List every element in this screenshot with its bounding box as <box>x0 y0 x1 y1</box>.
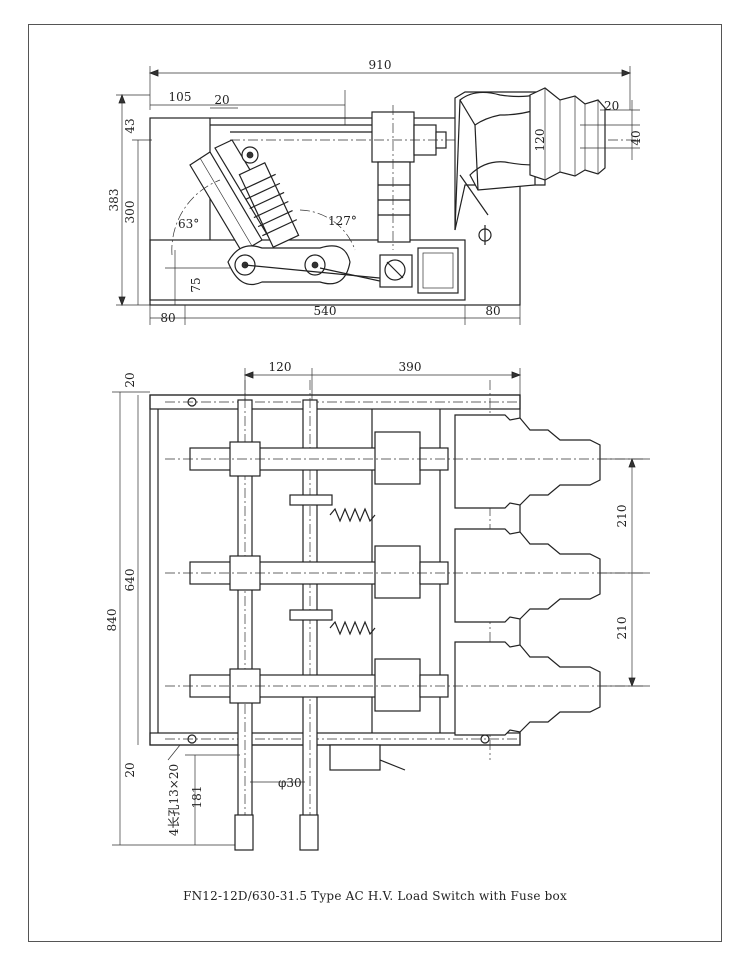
angle-127: 127° <box>328 214 357 228</box>
dim-height-640: 640 <box>123 569 137 592</box>
dim-left-offset: 105 <box>169 90 192 104</box>
dim-right-small: 20 <box>604 99 619 113</box>
plan-view: 120 390 840 640 20 20 <box>105 360 650 851</box>
dim-plan-120: 120 <box>269 360 292 374</box>
drawing-caption: FN12-12D/630-31.5 Type AC H.V. Load Swit… <box>183 889 567 903</box>
phase-assembly-3 <box>165 641 645 736</box>
phase-assembly-1 <box>165 414 645 509</box>
dim-pitch-210-b: 210 <box>615 617 629 640</box>
dim-height-43: 43 <box>123 118 137 133</box>
dim-181: 181 <box>190 786 204 809</box>
dim-plan-390: 390 <box>399 360 422 374</box>
dim-120-top: 120 <box>533 129 547 152</box>
dim-base-80-right: 80 <box>485 304 500 318</box>
dim-small-offset: 20 <box>214 93 229 107</box>
dim-75: 75 <box>189 277 203 292</box>
phase-assembly-2 <box>165 528 645 623</box>
slot-note: 4长孔13×20 <box>167 764 181 836</box>
dim-shaft-diameter: φ30 <box>278 776 302 790</box>
dim-base-80-left: 80 <box>160 311 175 325</box>
dim-40: 40 <box>629 130 643 145</box>
dim-pitch-210-a: 210 <box>615 505 629 528</box>
side-elevation-view: 910 105 20 383 300 43 <box>107 58 643 325</box>
dim-base-540: 540 <box>314 304 337 318</box>
dim-height-total: 383 <box>107 189 121 212</box>
drawing-frame <box>28 24 722 942</box>
dim-bottom-20: 20 <box>123 762 137 777</box>
dim-height-840: 840 <box>105 609 119 632</box>
dim-overall-width: 910 <box>369 58 392 72</box>
dim-top-20: 20 <box>123 372 137 387</box>
dim-height-300: 300 <box>123 201 137 224</box>
angle-63: 63° <box>178 217 199 231</box>
